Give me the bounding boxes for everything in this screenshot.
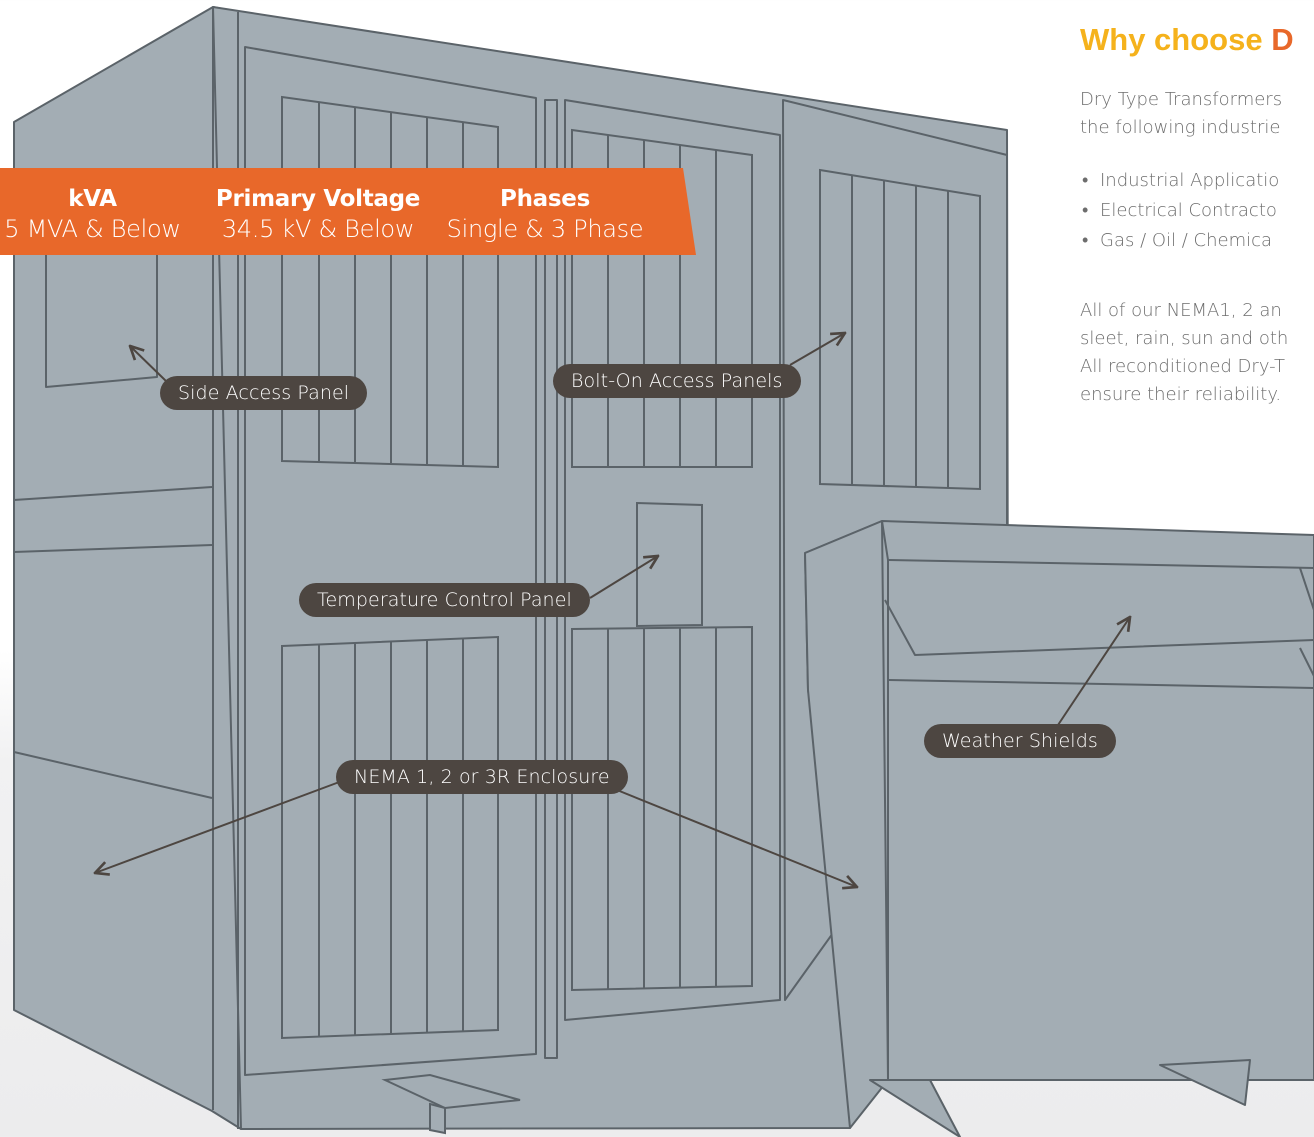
spec-primary-voltage: Primary Voltage 34.5 kV & Below xyxy=(213,186,423,245)
bullet-icon: • xyxy=(1082,170,1089,191)
info-heading: Why choose D xyxy=(1080,22,1294,58)
info-heading-part1: Why choose xyxy=(1080,22,1263,57)
info-para-line2: sleet, rain, sun and oth xyxy=(1080,328,1289,349)
spec-voltage-value: 34.5 kV & Below xyxy=(221,215,415,243)
industry-item: • Gas / Oil / Chemica xyxy=(1080,226,1279,256)
callout-side-access-panel: Side Access Panel xyxy=(160,376,368,410)
spec-kva-label: kVA xyxy=(68,186,117,212)
info-para-line3: All reconditioned Dry-T xyxy=(1080,356,1285,377)
weather-shield-unit xyxy=(804,520,1314,1137)
info-intro-line1: Dry Type Transformers xyxy=(1080,89,1283,110)
industry-item: • Electrical Contracto xyxy=(1080,196,1279,226)
industry-label: Electrical Contracto xyxy=(1100,200,1277,221)
callout-nema-enclosure: NEMA 1, 2 or 3R Enclosure xyxy=(336,760,628,794)
spec-voltage-label: Primary Voltage xyxy=(215,186,421,212)
info-heading-part2: D xyxy=(1271,22,1294,57)
callout-weather-shields: Weather Shields xyxy=(924,724,1116,758)
industry-item: • Industrial Applicatio xyxy=(1080,166,1279,196)
info-para-line1: All of our NEMA1, 2 an xyxy=(1080,300,1282,321)
info-para-line4: ensure their reliability. xyxy=(1080,384,1282,405)
spec-banner xyxy=(0,168,696,255)
spec-phases-label: Phases xyxy=(500,186,590,212)
industry-label: Gas / Oil / Chemica xyxy=(1100,230,1273,251)
base-feet xyxy=(381,1073,521,1135)
callout-bolt-on-access-panels: Bolt-On Access Panels xyxy=(553,364,801,398)
callout-temperature-control-panel: Temperature Control Panel xyxy=(299,583,590,617)
spec-phases: Phases Single & 3 Phase xyxy=(445,186,645,245)
callout-arrows xyxy=(95,333,1130,887)
spec-kva-value: 5 MVA & Below xyxy=(4,215,181,243)
bullet-icon: • xyxy=(1082,200,1089,221)
info-intro-line2: the following industrie xyxy=(1080,117,1281,138)
spec-phases-value: Single & 3 Phase xyxy=(446,215,644,243)
industries-list: • Industrial Applicatio • Electrical Contr… xyxy=(1080,166,1279,256)
industry-label: Industrial Applicatio xyxy=(1100,170,1280,191)
bullet-icon: • xyxy=(1082,230,1089,251)
spec-kva: kVA 5 MVA & Below xyxy=(0,186,185,245)
